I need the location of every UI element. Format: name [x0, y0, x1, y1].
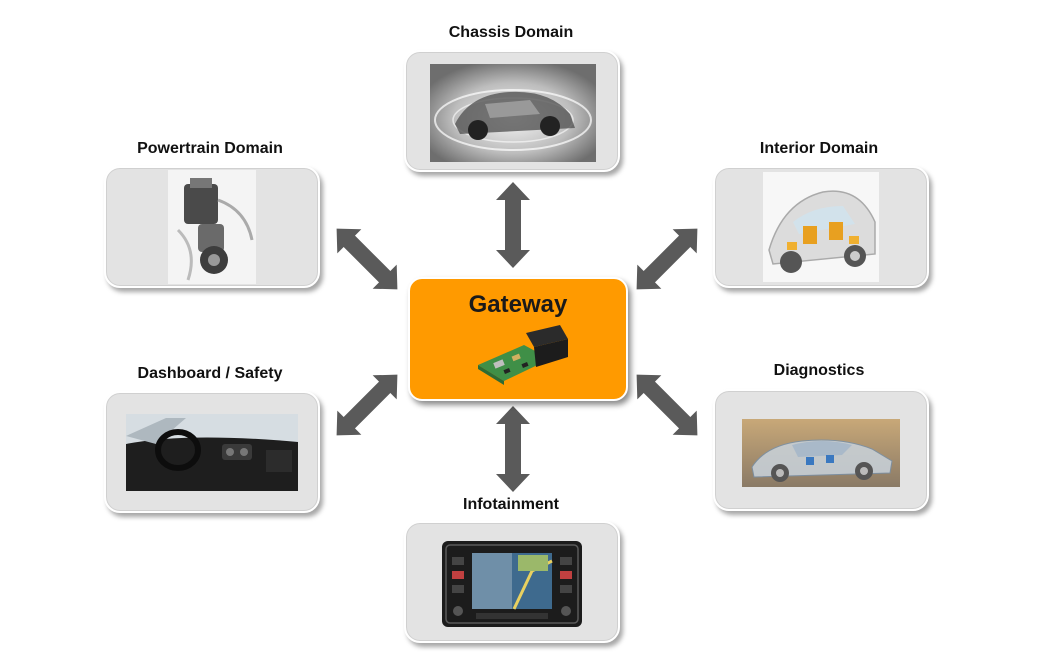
- diagnostics-card[interactable]: [713, 389, 929, 511]
- powertrain-domain-card[interactable]: [104, 166, 320, 288]
- arrow-infotainment: [496, 406, 530, 492]
- car-chassis-image: [430, 64, 596, 162]
- infotainment-card[interactable]: [404, 521, 620, 643]
- xray-car-image: [742, 419, 900, 487]
- arrow-powertrain: [324, 216, 410, 302]
- arrow-chassis: [496, 182, 530, 268]
- dashboard-image: [126, 414, 298, 491]
- infotainment-label: Infotainment: [463, 496, 559, 513]
- interior-domain-label: Interior Domain: [759, 140, 879, 157]
- gateway-title: Gateway: [468, 291, 568, 318]
- dashboard-safety-card[interactable]: [104, 391, 320, 513]
- car-interior-image: [763, 172, 879, 282]
- chassis-domain-card[interactable]: [404, 50, 620, 172]
- interior-domain-card[interactable]: [713, 166, 929, 288]
- arrow-interior: [624, 216, 710, 302]
- diagnostics-label: Diagnostics: [773, 362, 865, 379]
- dashboard-safety-label: Dashboard / Safety: [137, 365, 283, 382]
- gateway-box[interactable]: Gateway: [408, 277, 628, 401]
- ecu-module-icon: [478, 325, 568, 385]
- navigation-unit-image: [442, 541, 582, 627]
- powertrain-domain-label: Powertrain Domain: [137, 140, 283, 157]
- arrow-dashboard: [324, 362, 410, 448]
- engine-image: [168, 170, 256, 284]
- chassis-domain-label: Chassis Domain: [448, 24, 574, 41]
- arrow-diagnostics: [624, 362, 710, 448]
